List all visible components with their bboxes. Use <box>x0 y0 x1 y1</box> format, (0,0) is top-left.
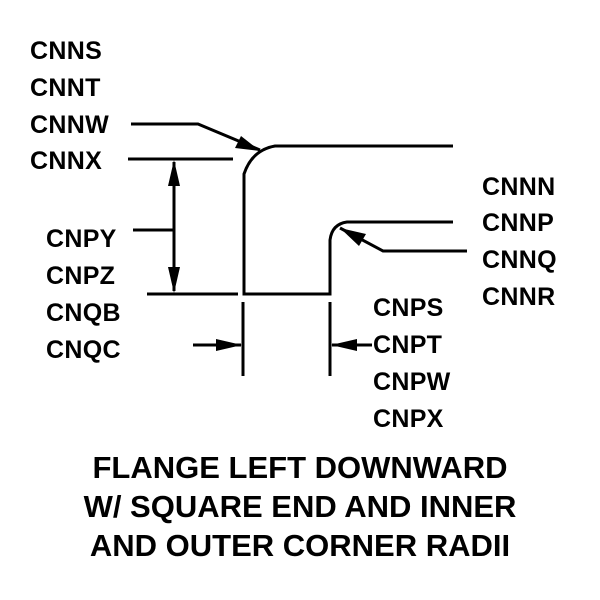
label-cnqc: CNQC <box>46 336 121 364</box>
label-cnpy: CNPY <box>46 225 117 253</box>
label-cnqb: CNQB <box>46 299 121 327</box>
caption-line-1: FLANGE LEFT DOWNWARD <box>92 450 508 485</box>
label-cnnt: CNNT <box>30 74 101 102</box>
label-cnps: CNPS <box>373 294 444 322</box>
label-cnnr: CNNR <box>482 283 556 311</box>
label-cnnx: CNNX <box>30 147 103 175</box>
label-cnpw: CNPW <box>373 368 451 396</box>
height-arrow-up-icon <box>168 160 180 186</box>
caption-line-2: W/ SQUARE END AND INNER <box>83 489 517 524</box>
cnnq-arrowhead-icon <box>340 228 366 246</box>
label-cnnp: CNNP <box>482 209 555 237</box>
thickness-right-arrowhead-icon <box>331 339 357 351</box>
label-cnnn: CNNN <box>482 173 556 201</box>
label-cnns: CNNS <box>30 37 103 65</box>
flange-outer-profile <box>242 144 453 296</box>
cnnw-arrowhead-icon <box>235 136 260 151</box>
label-cnpz: CNPZ <box>46 262 116 290</box>
label-cnpt: CNPT <box>373 331 443 359</box>
caption-line-3: AND OUTER CORNER RADII <box>89 528 511 563</box>
label-cnpx: CNPX <box>373 405 444 433</box>
thickness-left-arrowhead-icon <box>216 339 242 351</box>
label-cnnw: CNNW <box>30 111 109 139</box>
height-arrow-down-icon <box>168 267 180 293</box>
label-cnnq: CNNQ <box>482 246 557 274</box>
